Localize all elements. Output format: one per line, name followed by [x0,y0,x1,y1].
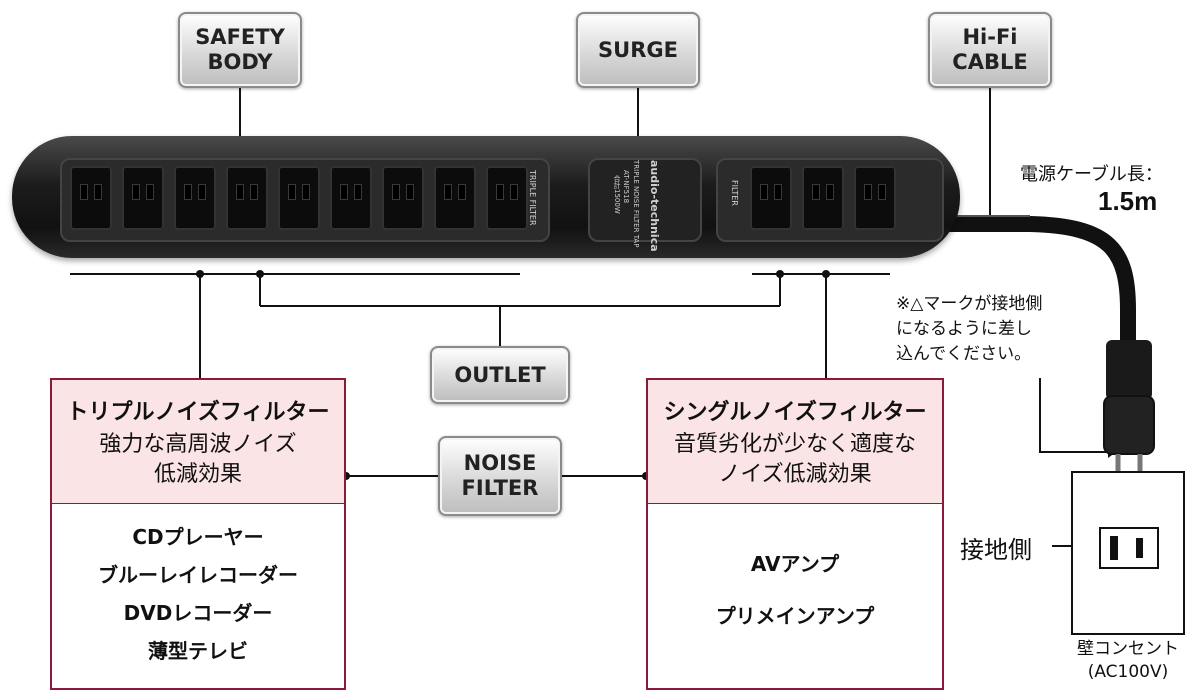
surge-tag: SURGE [576,12,700,88]
triple-filter-desc: 強力な高周波ノイズ 低減効果 [99,432,297,487]
noise-filter-tag: NOISE FILTER [438,436,562,516]
list-item: ブルーレイレコーダー [98,563,298,587]
list-item: 薄型テレビ [148,639,248,663]
filter-print: FILTER [730,180,739,206]
outlet-socket [122,166,164,230]
outlet-socket [854,166,896,230]
cable-length-label: 電源ケーブル長： [1020,164,1163,185]
surge-label: SURGE [598,37,678,62]
brand-logo: audio-technica [648,160,661,252]
triple-filter-title: トリプルノイズフィルター [66,400,330,425]
single-filter-header: シングルノイズフィルター 音質劣化が少なく適度な ノイズ低減効果 [648,380,942,504]
safety-body-label: SAFETY BODY [195,25,285,74]
triple-filter-box: トリプルノイズフィルター 強力な高周波ノイズ 低減効果 CDプレーヤー ブルーレ… [50,378,346,690]
list-item: DVDレコーダー [123,601,273,625]
list-item: AVアンプ [750,552,840,576]
outlet-socket [486,166,528,230]
single-device-list: AVアンプ プリメインアンプ [648,504,942,642]
hifi-cable-label: Hi-Fi CABLE [952,25,1028,74]
surge-panel [588,158,702,242]
outlet-label: OUTLET [454,362,546,387]
outlet-socket [70,166,112,230]
single-filter-box: シングルノイズフィルター 音質劣化が少なく適度な ノイズ低減効果 AVアンプ プ… [646,378,944,690]
model-print-1: TRIPLE NOISE FILTER TAP [632,160,640,248]
outlet-socket [330,166,372,230]
safety-body-tag: SAFETY BODY [178,12,302,88]
outlet-socket [750,166,792,230]
ground-orientation-note: ※△マークが接地側 になるように差し 込んでください。 [896,294,1043,364]
cable-length-value: 1.5m [1098,186,1158,216]
triple-device-list: CDプレーヤー ブルーレイレコーダー DVDレコーダー 薄型テレビ [52,504,344,670]
triple-filter-header: トリプルノイズフィルター 強力な高周波ノイズ 低減効果 [52,380,344,504]
outlet-socket [174,166,216,230]
noise-filter-label: NOISE FILTER [461,451,539,500]
model-print-2: AT-NF518 [622,170,630,204]
ground-side-label: 接地側 [960,536,1032,564]
single-filter-desc: 音質劣化が少なく適度な ノイズ低減効果 [673,432,916,487]
rating-print: 合計1500W [613,175,621,214]
list-item: プリメインアンプ [715,604,875,628]
outlet-socket [802,166,844,230]
outlet-tag: OUTLET [430,346,570,404]
outlet-socket [434,166,476,230]
hifi-cable-tag: Hi-Fi CABLE [928,12,1052,88]
list-item: CDプレーヤー [132,525,264,549]
outlet-socket [278,166,320,230]
outlet-socket [382,166,424,230]
triple-filter-print: TRIPLE FILTER [528,170,537,226]
wall-outlet-label: 壁コンセント (AC100V) [1077,639,1179,682]
outlet-socket [226,166,268,230]
single-filter-title: シングルノイズフィルター [663,400,927,425]
